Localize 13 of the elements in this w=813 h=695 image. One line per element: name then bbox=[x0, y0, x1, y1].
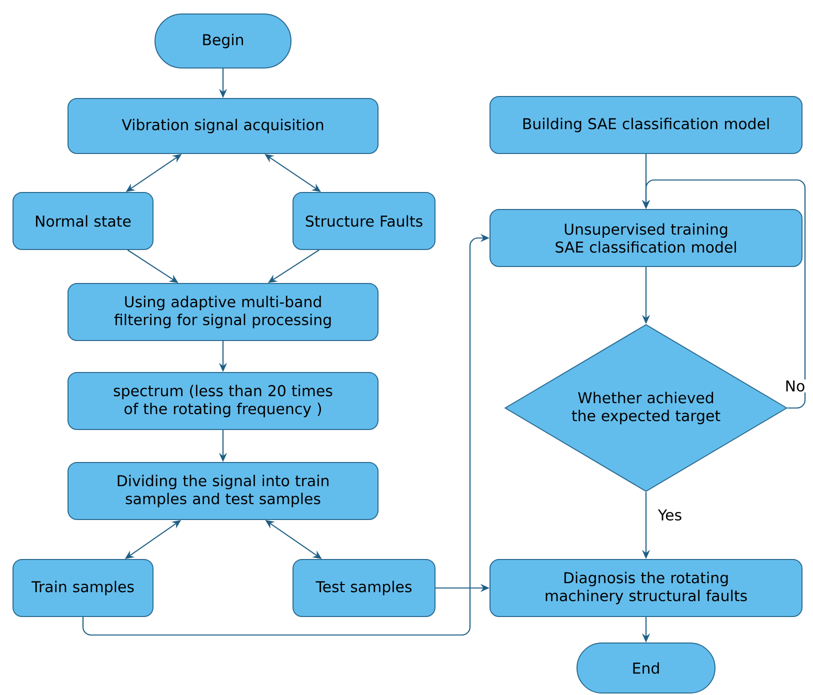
process-box: Normal state bbox=[12, 192, 154, 250]
process-box: Using adaptive multi-band filtering for signal processing bbox=[68, 283, 378, 341]
process-box: Test samples bbox=[292, 559, 436, 617]
process-box: Unsupervised training SAE classification model bbox=[490, 209, 802, 267]
edge-label: No bbox=[784, 379, 806, 393]
edge-label: Yes bbox=[656, 508, 684, 522]
process-box: Train samples bbox=[12, 559, 154, 617]
process-box: spectrum (less than 20 times of the rotating frequency ) bbox=[68, 372, 378, 430]
process-box: Building SAE classification model bbox=[490, 96, 802, 154]
process-box: Vibration signal acquisition bbox=[68, 98, 378, 154]
process-box: Dividing the signal into train samples and test samples bbox=[68, 462, 378, 520]
process-box: Structure Faults bbox=[292, 192, 436, 250]
process-box: Diagnosis the rotating machinery structural faults bbox=[490, 559, 802, 617]
